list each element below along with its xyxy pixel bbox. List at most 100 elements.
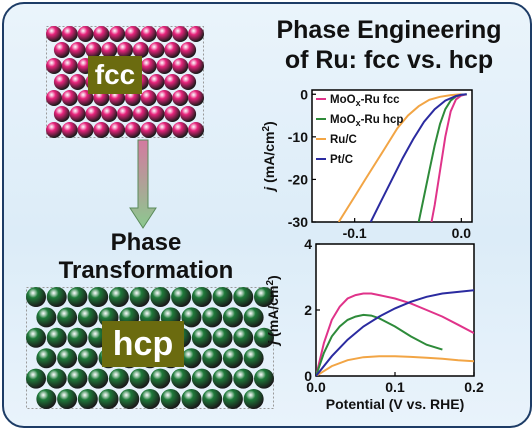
series-line xyxy=(430,93,467,222)
fcc-atom xyxy=(164,74,181,90)
hcp-atom xyxy=(57,348,78,369)
hcp-atom xyxy=(57,389,78,409)
hcp-atom xyxy=(243,348,264,369)
hcp-atom xyxy=(212,327,233,348)
x-tick-label: 0.1 xyxy=(385,379,405,395)
hcp-atom xyxy=(233,368,254,389)
hcp-atom xyxy=(171,287,192,307)
fcc-atom xyxy=(77,122,94,138)
legend-entry: MoOx-Ru hcp xyxy=(330,114,403,128)
fcc-atom xyxy=(172,26,189,42)
y-tick-label: -30 xyxy=(288,214,308,230)
hcp-atom xyxy=(36,348,57,369)
hcp-atom xyxy=(57,307,78,328)
transformation-line2: Transformation xyxy=(58,257,234,284)
fcc-atom xyxy=(140,90,157,106)
fcc-atom xyxy=(46,122,62,138)
fcc-atom xyxy=(46,90,62,106)
fcc-atom xyxy=(140,122,157,138)
x-axis-label: Potential (V vs. RHE) xyxy=(326,396,464,412)
fcc-atom xyxy=(69,74,86,90)
hcp-atom xyxy=(36,389,57,409)
hcp-atom xyxy=(233,287,254,307)
fcc-atom xyxy=(156,90,173,106)
fcc-atom xyxy=(61,58,78,74)
y-tick-label: 0 xyxy=(304,368,312,384)
fcc-atom xyxy=(101,42,118,58)
fcc-atom xyxy=(46,26,62,42)
x-tick-label: 0.0 xyxy=(452,225,472,241)
y-tick-label: 0 xyxy=(300,86,308,102)
hcp-atom xyxy=(88,368,109,389)
fcc-atom xyxy=(53,42,70,58)
hcp-atom xyxy=(191,327,212,348)
series-line xyxy=(369,93,467,222)
hcp-atom xyxy=(243,307,264,328)
hcp-atom xyxy=(46,287,67,307)
fcc-atom xyxy=(69,106,86,122)
fcc-atom xyxy=(53,106,70,122)
fcc-atom xyxy=(180,42,197,58)
hcp-atom xyxy=(254,287,274,307)
hcp-atom xyxy=(77,389,98,409)
hcp-atom xyxy=(212,287,233,307)
y-tick-label: -20 xyxy=(288,171,308,187)
fcc-atom xyxy=(164,106,181,122)
hcp-atom xyxy=(67,287,88,307)
fcc-atom xyxy=(172,58,189,74)
hcp-atom xyxy=(26,368,46,389)
fcc-atom xyxy=(93,26,110,42)
fcc-atom xyxy=(188,58,204,74)
legend-entry: Ru/C xyxy=(330,134,357,146)
hcp-atom xyxy=(108,287,129,307)
hcp-atom xyxy=(202,389,223,409)
x-tick-label: 0.2 xyxy=(464,379,484,395)
hcp-atom xyxy=(171,368,192,389)
hcp-atom xyxy=(222,307,243,328)
hcp-atom xyxy=(98,389,119,409)
fcc-atom xyxy=(140,26,157,42)
hcp-atom xyxy=(222,348,243,369)
hcp-atom xyxy=(67,368,88,389)
fcc-atom xyxy=(132,42,149,58)
series-line xyxy=(316,313,443,376)
fcc-atom xyxy=(156,122,173,138)
fcc-atom xyxy=(93,90,110,106)
fcc-atom xyxy=(172,90,189,106)
hcp-atom xyxy=(129,287,150,307)
fcc-atom xyxy=(188,90,204,106)
fcc-atom xyxy=(93,122,110,138)
hcp-atom xyxy=(254,327,274,348)
y-tick-label: -10 xyxy=(288,129,308,145)
hcp-atom xyxy=(160,389,181,409)
hcp-atom xyxy=(46,327,67,348)
fcc-atom xyxy=(85,106,102,122)
x-tick-label: 0.0 xyxy=(306,379,326,395)
hcp-atom xyxy=(67,327,88,348)
fcc-atom xyxy=(69,42,86,58)
fcc-atom xyxy=(109,122,126,138)
fcc-atom xyxy=(109,90,126,106)
hcp-atom xyxy=(181,307,202,328)
hcp-atom xyxy=(46,368,67,389)
fcc-atom xyxy=(148,42,165,58)
title-line1: Phase Engineering xyxy=(276,16,502,44)
hcp-atom xyxy=(222,389,243,409)
fcc-atom xyxy=(172,122,189,138)
fcc-atom xyxy=(61,122,78,138)
fcc-atom xyxy=(124,122,141,138)
hcp-atom xyxy=(36,307,57,328)
fcc-atom xyxy=(101,106,118,122)
hcp-atom xyxy=(26,327,46,348)
hcp-label: hcp xyxy=(102,321,184,367)
fcc-atom xyxy=(109,26,126,42)
y-axis-label: j (mA/cm2) xyxy=(262,121,277,192)
fcc-atom xyxy=(77,26,94,42)
y-tick-label: 4 xyxy=(304,236,312,252)
fcc-atom xyxy=(53,74,70,90)
hcp-atom xyxy=(212,368,233,389)
title-line2: of Ru: fcc vs. hcp xyxy=(284,46,494,74)
